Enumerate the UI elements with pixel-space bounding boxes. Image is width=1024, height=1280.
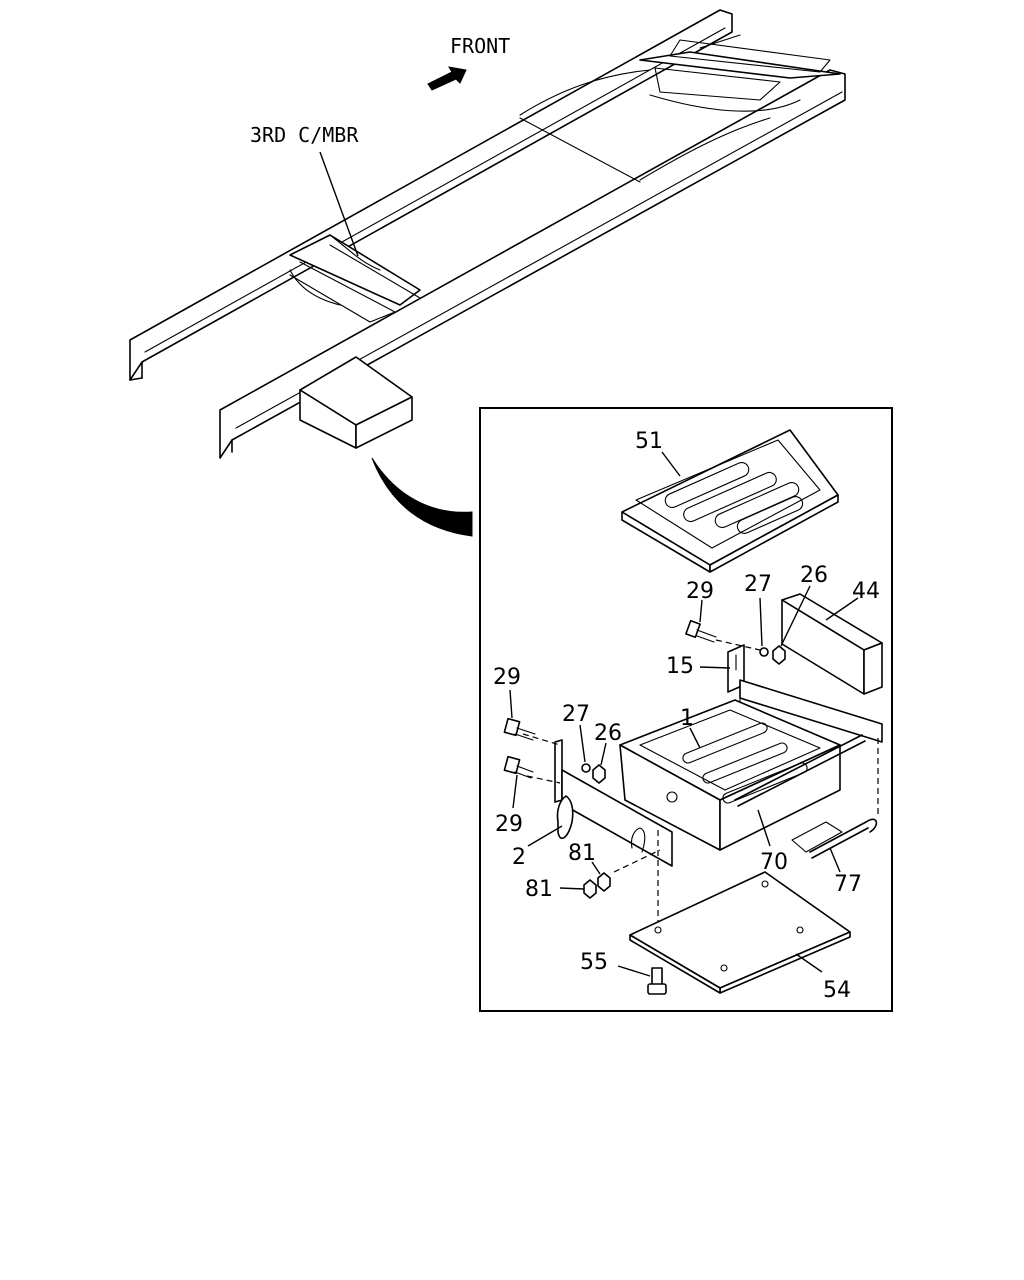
upper-bolt <box>685 619 761 651</box>
part-label-1: 1 <box>680 706 694 731</box>
nut-81-upper <box>597 872 611 892</box>
front-label: FRONT <box>450 34 510 58</box>
part-label-29-left-upper: 29 <box>493 665 521 690</box>
part-label-27-upper: 27 <box>744 572 772 597</box>
part-label-29-left-lower: 29 <box>495 812 523 837</box>
part-label-26-left: 26 <box>594 721 622 746</box>
part-label-2: 2 <box>512 845 526 870</box>
part-label-51: 51 <box>635 429 663 454</box>
j-bolt <box>791 738 879 859</box>
battery-box-overview <box>299 356 413 449</box>
part-label-29-upper: 29 <box>686 579 714 604</box>
hook <box>556 795 574 840</box>
upper-nut <box>772 645 786 665</box>
part-label-81-lower: 81 <box>525 877 553 902</box>
left-bolt-upper <box>503 717 536 741</box>
part-label-26-upper: 26 <box>800 563 828 588</box>
crossmember-leader <box>319 151 359 257</box>
front-arrow-icon <box>427 66 467 91</box>
battery-tray <box>619 679 883 851</box>
part-label-77: 77 <box>834 872 862 897</box>
detail-frame <box>479 407 893 1012</box>
left-bolt-lower <box>503 755 534 779</box>
hold-down-rod <box>734 734 866 807</box>
base-plate <box>629 871 851 994</box>
crossmember-label: 3RD C/MBR <box>250 123 359 147</box>
part-label-44: 44 <box>852 579 880 604</box>
chassis-frame <box>129 9 846 459</box>
upper-washer <box>759 647 769 657</box>
rubber-pad <box>781 593 883 695</box>
part-label-15: 15 <box>666 654 694 679</box>
nut-81-lower <box>583 879 597 899</box>
battery-cover <box>621 429 839 573</box>
left-washer <box>581 763 591 773</box>
hook-right <box>630 827 646 853</box>
left-nut <box>592 764 606 784</box>
part-label-55: 55 <box>580 950 608 975</box>
part-label-27-left: 27 <box>562 702 590 727</box>
part-label-81-upper: 81 <box>568 841 596 866</box>
part-label-54: 54 <box>823 978 851 1003</box>
bottom-bolt <box>647 967 667 995</box>
curved-arrow-icon <box>371 457 473 537</box>
part-label-70: 70 <box>760 850 788 875</box>
